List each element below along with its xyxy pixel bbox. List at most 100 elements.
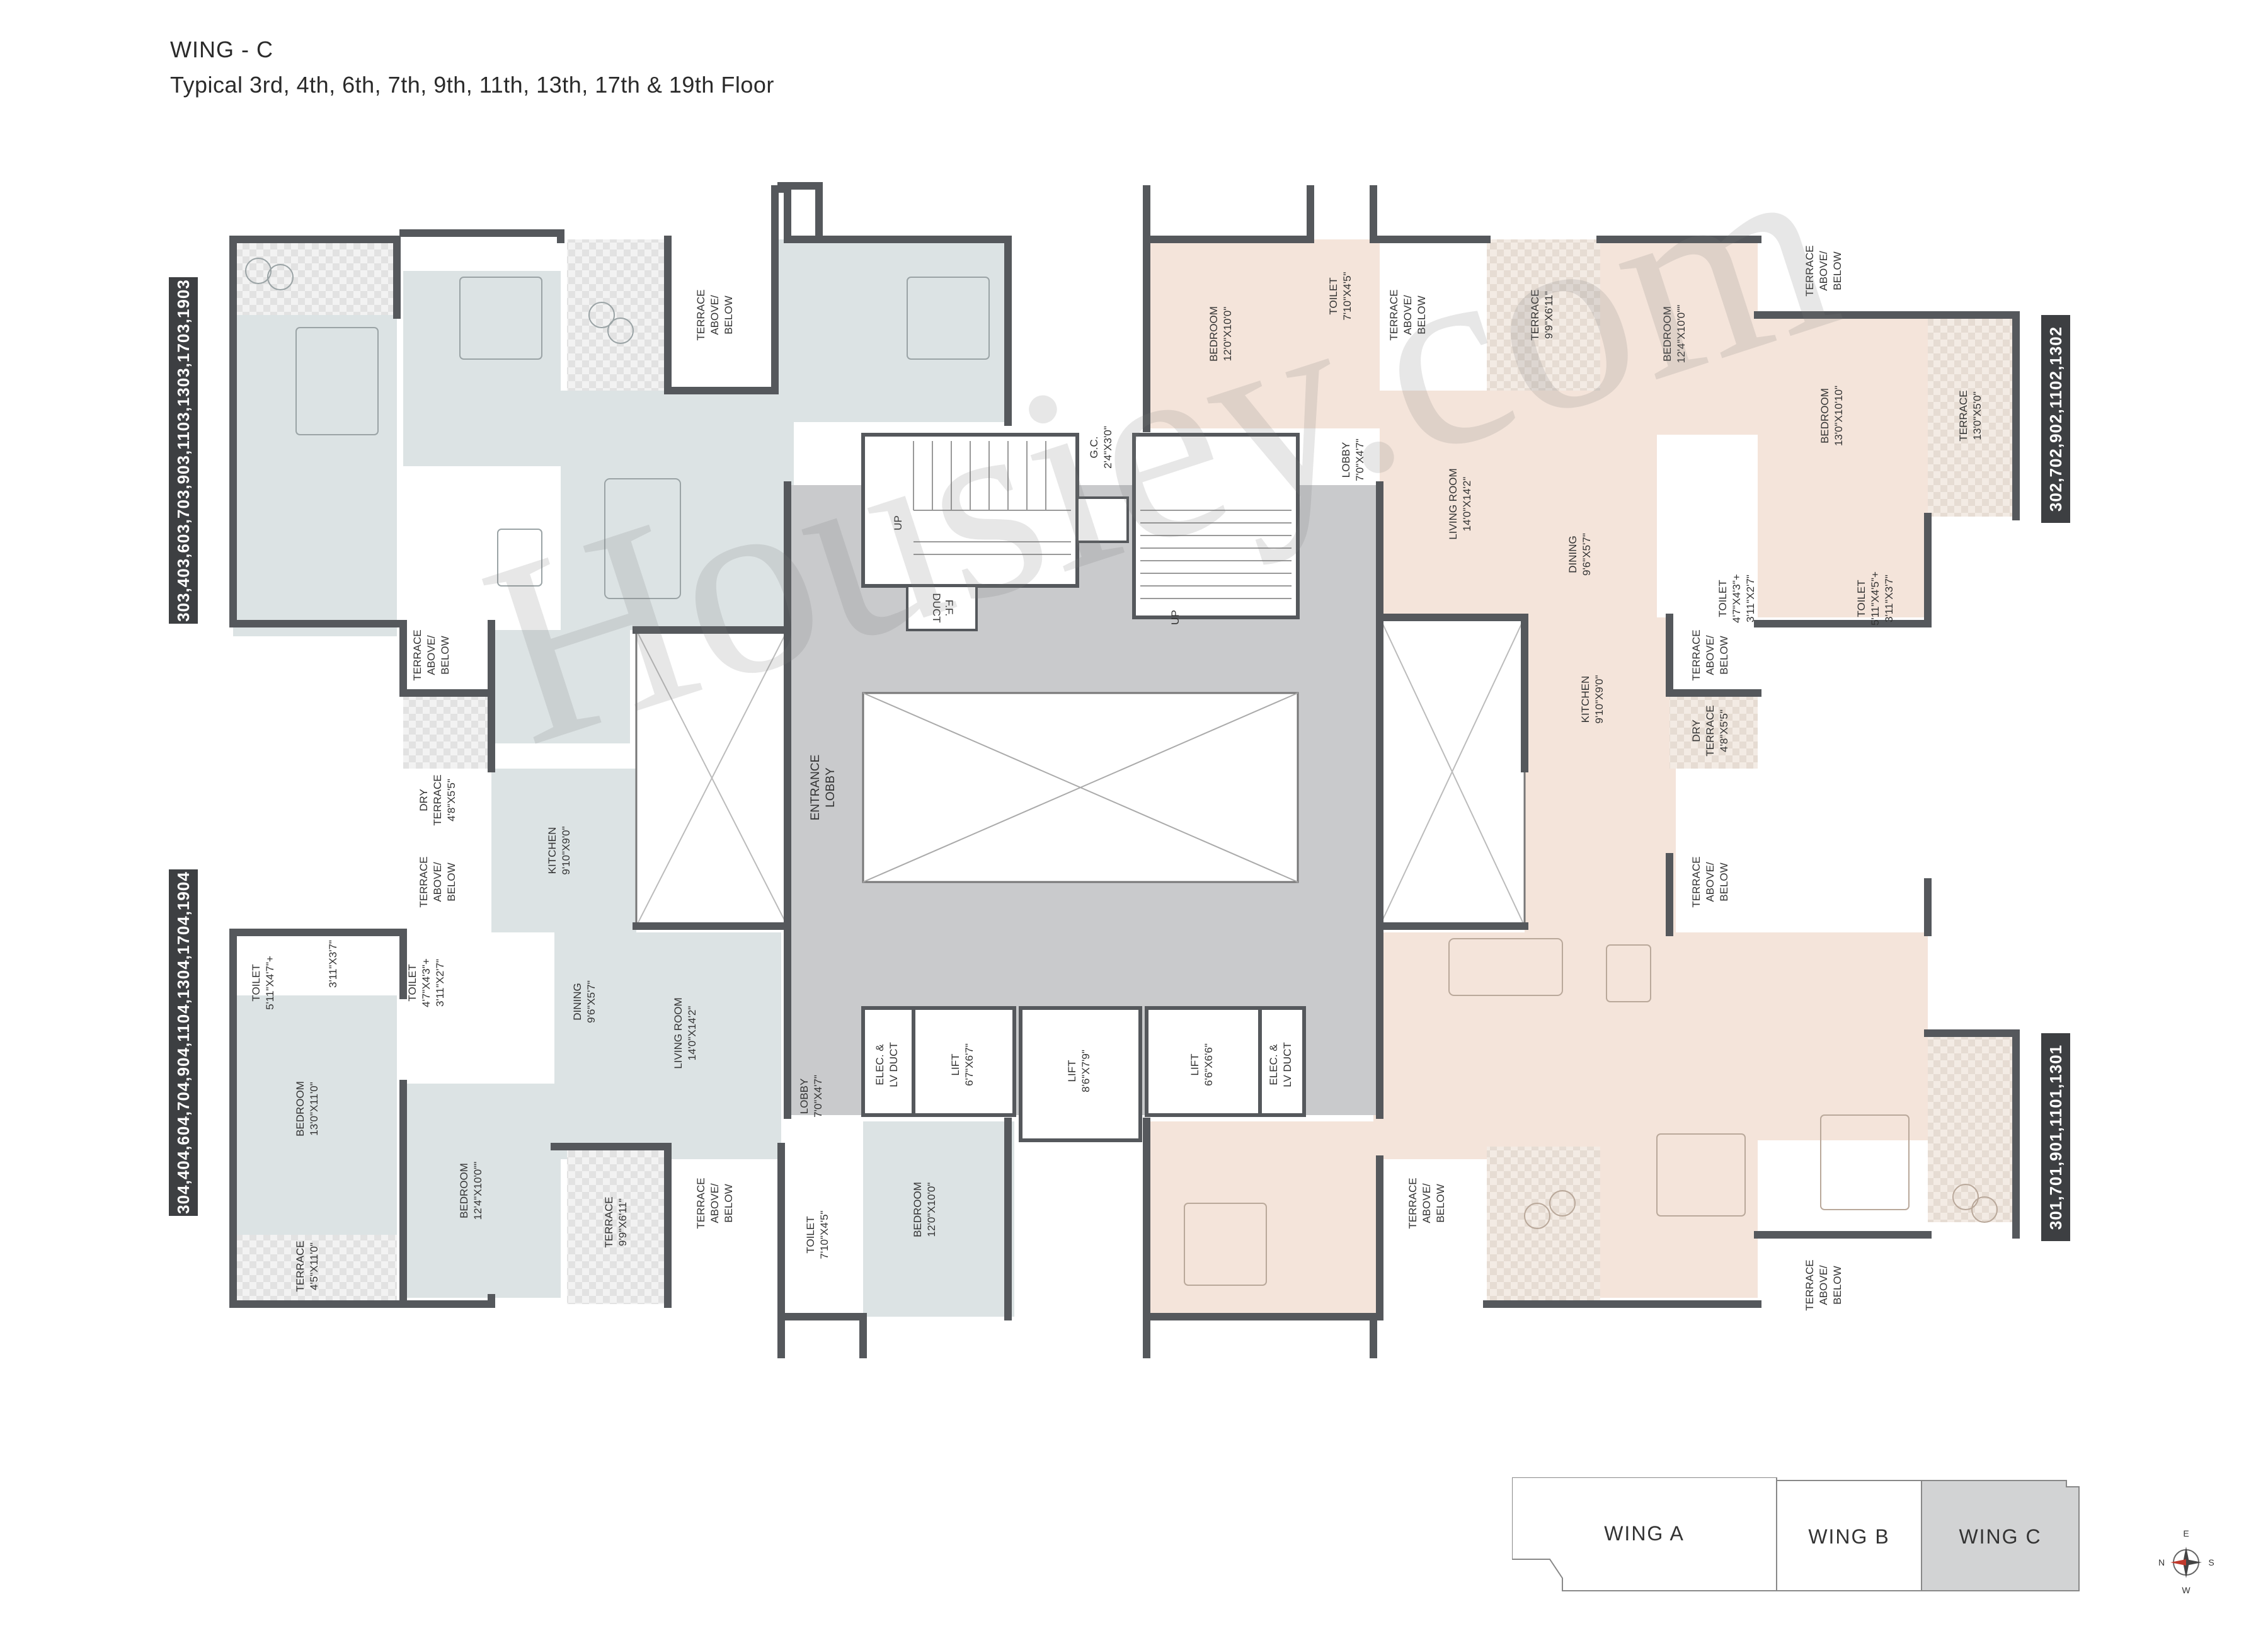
label-lift-2: LIFT 8'6"X7'9" xyxy=(1066,1050,1092,1092)
svg-text:TERRACE: TERRACE xyxy=(1529,289,1541,340)
svg-text:KITCHEN: KITCHEN xyxy=(1579,676,1591,723)
svg-text:TERRACE: TERRACE xyxy=(695,1177,707,1228)
svg-text:LIVING ROOM: LIVING ROOM xyxy=(1447,468,1459,539)
svg-text:9'9"X6'11": 9'9"X6'11" xyxy=(617,1198,629,1246)
svg-text:13'0"X5'0": 13'0"X5'0" xyxy=(1971,391,1983,440)
furniture-right xyxy=(1184,938,1998,1286)
svg-text:ABOVE/: ABOVE/ xyxy=(1818,251,1830,291)
svg-text:LIFT: LIFT xyxy=(1066,1060,1078,1082)
svg-text:ABOVE/: ABOVE/ xyxy=(1421,1183,1433,1223)
svg-text:5'11"X4'5"+: 5'11"X4'5"+ xyxy=(1869,571,1881,626)
svg-text:13'0"X10'10": 13'0"X10'10" xyxy=(1833,386,1845,446)
label-terrace-tl: TERRACE ABOVE/ BELOW xyxy=(695,289,735,340)
label-terrace-tr: TERRACE ABOVE/ BELOW xyxy=(1388,289,1428,340)
svg-text:TERRACE: TERRACE xyxy=(432,774,444,825)
svg-text:ABOVE/: ABOVE/ xyxy=(1704,862,1716,902)
label-terrace-tr-13: TERRACE 13'0"X5'0" xyxy=(1957,390,1983,441)
bedroom-top-left xyxy=(233,315,397,636)
compass-needle-south xyxy=(2186,1559,2202,1566)
svg-text:TERRACE: TERRACE xyxy=(1804,1259,1816,1310)
svg-text:BELOW: BELOW xyxy=(445,862,457,901)
svg-text:TERRACE: TERRACE xyxy=(603,1196,615,1247)
key-wing-a-label: WING A xyxy=(1604,1522,1685,1545)
unit-tags: 303,403,603,703,903,1103,1303,1703,1903 … xyxy=(169,277,2070,1241)
svg-text:4'7"X4'3"+: 4'7"X4'3"+ xyxy=(420,958,432,1007)
svg-text:4'7"X4'3"+: 4'7"X4'3"+ xyxy=(1731,574,1743,623)
svg-text:ABOVE/: ABOVE/ xyxy=(432,862,444,902)
svg-text:F.F.: F.F. xyxy=(943,600,955,616)
terrace-check-dry-r xyxy=(1670,693,1758,769)
svg-text:BELOW: BELOW xyxy=(1718,636,1730,674)
svg-text:BELOW: BELOW xyxy=(723,295,735,334)
svg-text:7'10"X4'5": 7'10"X4'5" xyxy=(818,1210,830,1259)
svg-text:LV DUCT: LV DUCT xyxy=(888,1042,900,1087)
compass-w: W xyxy=(2182,1585,2191,1595)
svg-text:BEDROOM: BEDROOM xyxy=(912,1182,924,1237)
sofa-right xyxy=(1448,938,1563,996)
svg-text:5'11"X4'7"+: 5'11"X4'7"+ xyxy=(264,956,276,1010)
compass: E N S W xyxy=(2158,1528,2214,1595)
unit-tag-bottom-left-bg xyxy=(169,869,198,1216)
unit-tag-bottom-right-bg xyxy=(2041,1033,2070,1241)
compass-s: S xyxy=(2208,1557,2214,1567)
chair-br-3 xyxy=(1952,1184,1979,1210)
svg-text:13'0"X11'0": 13'0"X11'0" xyxy=(308,1082,320,1135)
header: WING - C Typical 3rd, 4th, 6th, 7th, 9th… xyxy=(170,37,774,98)
svg-text:9'6"X5'7": 9'6"X5'7" xyxy=(1581,533,1593,576)
unit-tag-top-right-bg xyxy=(2041,315,2070,523)
svg-text:6'6"X6'6": 6'6"X6'6" xyxy=(1203,1043,1215,1086)
svg-text:LV DUCT: LV DUCT xyxy=(1281,1042,1293,1087)
svg-text:9'6"X5'7": 9'6"X5'7" xyxy=(585,980,597,1023)
central-core xyxy=(635,433,1526,1142)
label-entrance-lobby: ENTRANCE LOBBY xyxy=(809,755,837,821)
bed-tr-left xyxy=(907,277,990,360)
svg-text:BEDROOM: BEDROOM xyxy=(1208,306,1220,362)
svg-text:TOILET: TOILET xyxy=(250,964,262,1001)
bedroom-tr-3 xyxy=(1758,315,1928,617)
terrace-check-bm xyxy=(567,1147,668,1304)
label-ff-duct: F.F. DUCT xyxy=(931,593,955,622)
compass-needle-north xyxy=(2170,1559,2186,1566)
stair-right xyxy=(1132,433,1300,619)
svg-text:9'10"X9'0": 9'10"X9'0" xyxy=(1593,675,1605,723)
label-bedroom-br-left: BEDROOM 12'0"X10'0" xyxy=(912,1182,937,1237)
bedroom-top-mid xyxy=(403,271,561,466)
terrace-check-tr xyxy=(1487,239,1600,391)
label-elec-right: ELEC. & LV DUCT xyxy=(1268,1042,1293,1087)
lift-1 xyxy=(912,1006,1016,1117)
svg-text:LIFT: LIFT xyxy=(1189,1054,1201,1076)
floors-subtitle: Typical 3rd, 4th, 6th, 7th, 9th, 11th, 1… xyxy=(170,72,774,98)
svg-text:7'10"X4'5": 7'10"X4'5" xyxy=(1341,272,1353,320)
label-dining-tr: DINING 9'6"X5'7" xyxy=(1567,533,1593,576)
label-living-left: LIVING ROOM 14'0"X14'2" xyxy=(672,997,698,1068)
label-kitchen-left: KITCHEN 9'10"X9'0" xyxy=(546,826,572,874)
key-wing-b-label: WING B xyxy=(1808,1525,1889,1548)
svg-text:BELOW: BELOW xyxy=(723,1184,735,1222)
svg-text:DINING: DINING xyxy=(1567,536,1579,573)
label-up-left: UP xyxy=(892,515,904,530)
key-wing-b-shape xyxy=(1776,1480,1922,1591)
svg-text:TERRACE: TERRACE xyxy=(695,289,707,340)
bed-br-3 xyxy=(1820,1114,1910,1210)
furniture xyxy=(245,258,990,599)
terrace-check-dry-l xyxy=(403,693,491,769)
svg-text:9'10"X9'0": 9'10"X9'0" xyxy=(560,826,572,874)
svg-text:BELOW: BELOW xyxy=(1718,862,1730,901)
label-dry-terrace-left: DRY TERRACE 4'8"X5'5" xyxy=(418,774,457,825)
label-terrace-tr-top: TERRACE ABOVE/ BELOW xyxy=(1804,245,1843,296)
svg-text:TOILET: TOILET xyxy=(1327,277,1339,314)
chair-tl-2 xyxy=(267,264,294,290)
svg-text:ABOVE/: ABOVE/ xyxy=(1402,295,1414,335)
svg-text:BEDROOM: BEDROOM xyxy=(1819,388,1831,444)
label-living-tr: LIVING ROOM 14'0"X14'2" xyxy=(1447,468,1473,539)
svg-text:6'7"X6'7": 6'7"X6'7" xyxy=(963,1043,975,1086)
svg-text:14'0"X14'2": 14'0"X14'2" xyxy=(686,1006,698,1061)
label-terrace-bl: TERRACE 4'5"X11'0" xyxy=(294,1240,320,1292)
svg-text:KITCHEN: KITCHEN xyxy=(546,827,558,874)
svg-text:TOILET: TOILET xyxy=(1717,580,1729,617)
label-terrace-left-1: TERRACE ABOVE/ BELOW xyxy=(411,629,451,680)
svg-text:ELEC. &: ELEC. & xyxy=(874,1044,886,1085)
label-terrace-bm2: TERRACE ABOVE/ BELOW xyxy=(695,1177,735,1228)
unit-tag-bottom-right: 301,701,901,1101,1301 xyxy=(2046,1045,2065,1230)
svg-text:12'4"X10'0"": 12'4"X10'0"" xyxy=(472,1162,484,1220)
